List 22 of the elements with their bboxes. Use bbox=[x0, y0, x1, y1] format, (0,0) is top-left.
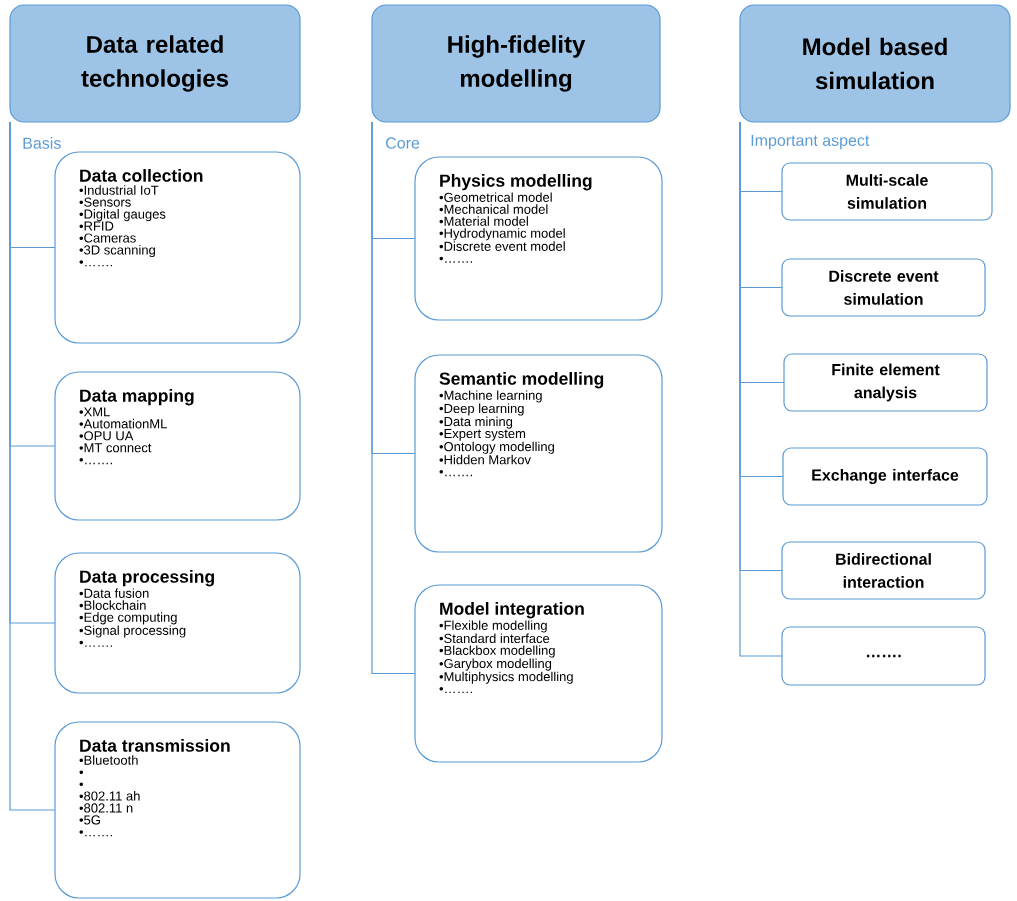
list-box: Data transmission •Bluetooth • • •802.11 ah •802.11 n •5G •……. bbox=[54, 721, 301, 899]
list-box: Data processing •Data fusion •Blockchain •Edge computing •Signal processing •……. bbox=[54, 552, 301, 694]
aspect-box: Finite element analysis bbox=[783, 353, 988, 412]
list-box: Semantic modelling •Machine learning •Deep learning •Data mining •Expert system •Ontology modelling •Hidden Markov •……. bbox=[414, 354, 663, 553]
connector-line bbox=[739, 121, 783, 657]
list-box: Physics modelling •Geometrical model •Mechanical model •Material model •Hydrodynamic model •Discrete event model •……. bbox=[414, 156, 663, 321]
aspect-box: Bidirectional interaction bbox=[781, 541, 986, 600]
header-box: Data related technologies bbox=[9, 4, 301, 123]
list-box: Model integration •Flexible modelling •Standard interface •Blackbox modelling •Garybox modelling •Multiphysics modelling •……. bbox=[414, 584, 663, 763]
list-box: Data collection •Industrial IoT •Sensors •Digital gauges •RFID •Cameras •3D scanning •……. bbox=[54, 151, 301, 344]
connector-line bbox=[371, 121, 416, 675]
section-label: Core bbox=[386, 137, 420, 149]
aspect-box: ……. bbox=[781, 626, 986, 686]
header-box: Model based simulation bbox=[739, 4, 1011, 123]
section-label: Basis bbox=[23, 137, 61, 149]
aspect-box: Discrete event simulation bbox=[781, 258, 986, 317]
header-box: High-fidelity modelling bbox=[371, 4, 661, 123]
aspect-box: Exchange interface bbox=[782, 447, 988, 506]
connector-line bbox=[9, 121, 56, 811]
section-label: Important aspect bbox=[751, 134, 870, 150]
list-box: Data mapping •XML •AutomationML •OPU UA •MT connect •……. bbox=[54, 371, 301, 521]
aspect-box: Multi-scale simulation bbox=[781, 162, 993, 221]
